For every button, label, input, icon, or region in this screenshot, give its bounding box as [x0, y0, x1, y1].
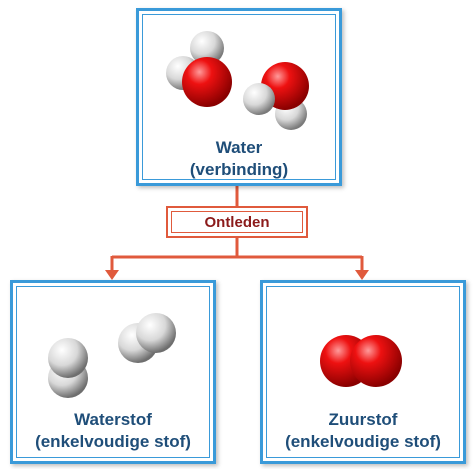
water-molecule-1	[166, 31, 232, 107]
water-caption: Water (verbinding)	[139, 137, 339, 181]
process-label: Ontleden	[204, 214, 270, 231]
oxygen-molecule-illustration	[320, 335, 402, 387]
hydrogen-molecule-2	[118, 313, 176, 363]
oxygen-molecule	[320, 335, 402, 387]
right-arrowhead	[355, 270, 369, 280]
zuurstof-box: Zuurstof (enkelvoudige stof)	[260, 280, 466, 464]
water-molecule-2	[243, 62, 309, 130]
compound-name: Water	[215, 138, 263, 157]
product-name: Waterstof	[74, 410, 152, 429]
left-arrowhead	[105, 270, 119, 280]
water-molecules-illustration	[166, 31, 309, 130]
hydrogen-atom	[190, 31, 224, 65]
product-name: Zuurstof	[328, 410, 398, 429]
zuurstof-caption: Zuurstof (enkelvoudige stof)	[263, 409, 463, 453]
hydrogen-molecules-illustration	[48, 313, 176, 398]
hydrogen-atom	[243, 83, 275, 115]
hydrogen-atom	[48, 338, 88, 378]
waterstof-box: Waterstof (enkelvoudige stof)	[10, 280, 216, 464]
compound-type: (verbinding)	[189, 160, 289, 179]
hydrogen-atom	[136, 313, 176, 353]
oxygen-atom	[182, 57, 232, 107]
product-type: (enkelvoudige stof)	[35, 432, 191, 451]
process-box: Ontleden	[166, 206, 308, 238]
oxygen-atom	[350, 335, 402, 387]
waterstof-caption: Waterstof (enkelvoudige stof)	[13, 409, 213, 453]
hydrogen-molecule-1	[48, 338, 88, 398]
water-box: Water (verbinding)	[136, 8, 342, 186]
product-type: (enkelvoudige stof)	[285, 432, 441, 451]
